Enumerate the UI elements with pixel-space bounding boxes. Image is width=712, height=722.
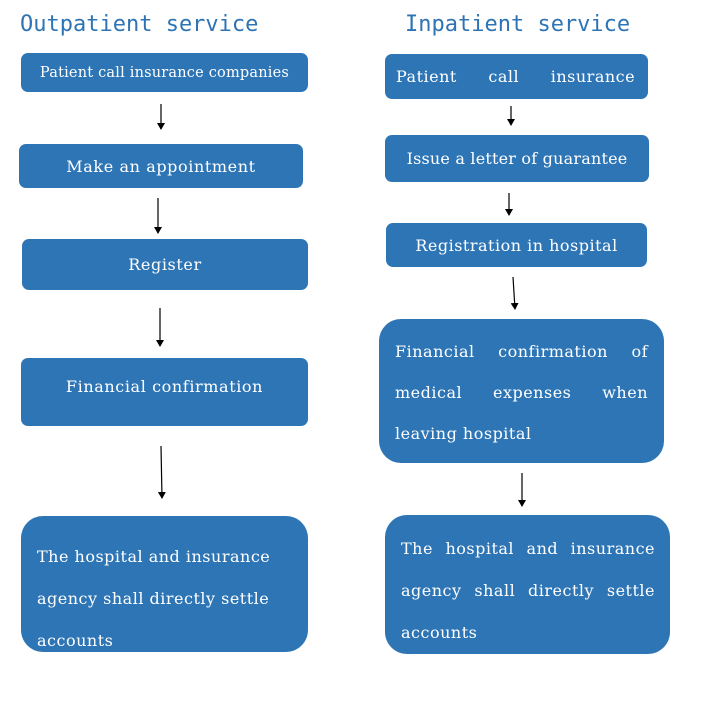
inpatient-title: Inpatient service — [405, 12, 631, 37]
inpatient-step-call-insurance: Patient call insurance — [385, 54, 648, 99]
inpatient-step-call-insurance-label: Patient call insurance — [396, 67, 636, 86]
outpatient-step-register: Register — [22, 239, 308, 290]
outpatient-step-call-insurance: Patient call insurance companies — [21, 53, 308, 92]
outpatient-step-call-insurance-label: Patient call insurance companies — [39, 64, 290, 81]
inpatient-step-settle-accounts-label: The hospital and insurance agency shall … — [401, 539, 655, 642]
inpatient-step-registration-label: Registration in hospital — [415, 235, 618, 255]
outpatient-step-appointment: Make an appointment — [19, 144, 303, 188]
outpatient-step-settle-accounts-label: The hospital and insurance agency shall … — [37, 547, 271, 650]
outpatient-title: Outpatient service — [20, 12, 259, 37]
outpatient-step-settle-accounts: The hospital and insurance agency shall … — [21, 516, 308, 652]
inpatient-step-financial-confirmation-label: Financial confirmation of medical expens… — [395, 342, 648, 443]
inpatient-arrow-3 — [510, 276, 519, 310]
outpatient-step-appointment-label: Make an appointment — [66, 156, 256, 176]
inpatient-step-financial-confirmation: Financial confirmation of medical expens… — [379, 319, 664, 463]
inpatient-step-letter-of-guarantee: Issue a letter of guarantee — [385, 135, 649, 182]
outpatient-step-register-label: Register — [128, 255, 202, 274]
inpatient-step-letter-of-guarantee-label: Issue a letter of guarantee — [406, 149, 628, 168]
inpatient-step-registration: Registration in hospital — [386, 223, 647, 267]
outpatient-step-financial-confirmation-label: Financial confirmation — [65, 377, 264, 396]
outpatient-arrow-4 — [157, 445, 166, 499]
inpatient-step-settle-accounts: The hospital and insurance agency shall … — [385, 515, 670, 654]
outpatient-step-financial-confirmation: Financial confirmation — [21, 358, 308, 426]
